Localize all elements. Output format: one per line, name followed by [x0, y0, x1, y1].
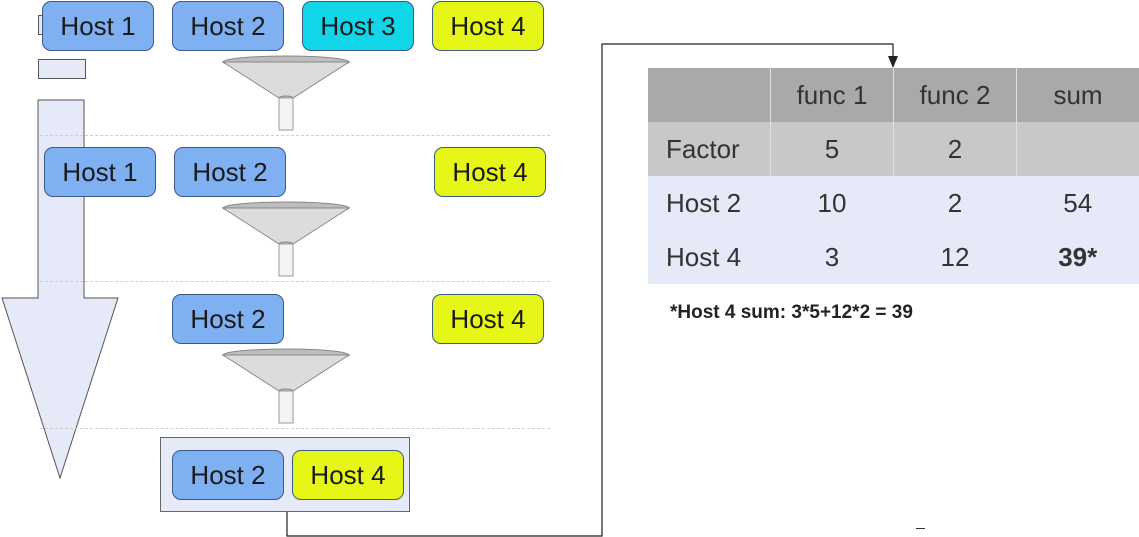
score-table: func 1 func 2 sum Factor 5 2 Host 2 10 2…	[648, 68, 1139, 284]
filter-funnel-icon	[221, 348, 351, 424]
connector-line	[286, 43, 894, 537]
host-box-4: Host 4	[432, 1, 544, 51]
row-label: Host 4	[648, 230, 771, 284]
table-cell: 54	[1016, 176, 1139, 230]
process-down-arrow	[1, 99, 119, 480]
host-box-2: Host 2	[172, 294, 284, 344]
row-label: Host 2	[648, 176, 771, 230]
table-row: Host 2 10 2 54	[648, 176, 1139, 230]
row-separator	[40, 428, 550, 429]
host-box-4: Host 4	[432, 294, 544, 344]
filter-funnel-icon	[221, 201, 351, 277]
host-box-4: Host 4	[434, 147, 546, 197]
table-cell: 2	[893, 122, 1017, 176]
row-separator	[40, 281, 550, 282]
host-box-1: Host 1	[42, 1, 154, 51]
table-cell: 5	[770, 122, 894, 176]
table-header-cell: sum	[1016, 68, 1139, 122]
table-cell-highlight: 39*	[1016, 230, 1139, 284]
table-row: Host 4 3 12 39*	[648, 230, 1139, 284]
row-separator	[40, 135, 550, 136]
host-box-2: Host 2	[172, 1, 284, 51]
table-header-cell: func 2	[893, 68, 1017, 122]
table-cell: 2	[893, 176, 1017, 230]
table-cell: 3	[770, 230, 894, 284]
host-box-1: Host 1	[44, 147, 156, 197]
connector-arrowhead	[888, 56, 898, 68]
host-box-2: Host 2	[174, 147, 286, 197]
table-cell	[1016, 122, 1139, 176]
result-host-4: Host 4	[292, 450, 404, 500]
table-header-row: func 1 func 2 sum	[648, 68, 1139, 122]
table-header-cell: func 1	[770, 68, 894, 122]
sum-footnote: *Host 4 sum: 3*5+12*2 = 39	[670, 302, 913, 323]
table-cell: 12	[893, 230, 1017, 284]
table-header-cell	[648, 68, 771, 122]
host-box-3: Host 3	[302, 1, 414, 51]
result-host-2: Host 2	[172, 450, 284, 500]
small-box	[38, 59, 86, 79]
filter-funnel-icon	[221, 55, 351, 131]
table-cell: 10	[770, 176, 894, 230]
row-label: Factor	[648, 122, 771, 176]
table-row: Factor 5 2	[648, 122, 1139, 176]
dash-mark	[916, 528, 925, 529]
